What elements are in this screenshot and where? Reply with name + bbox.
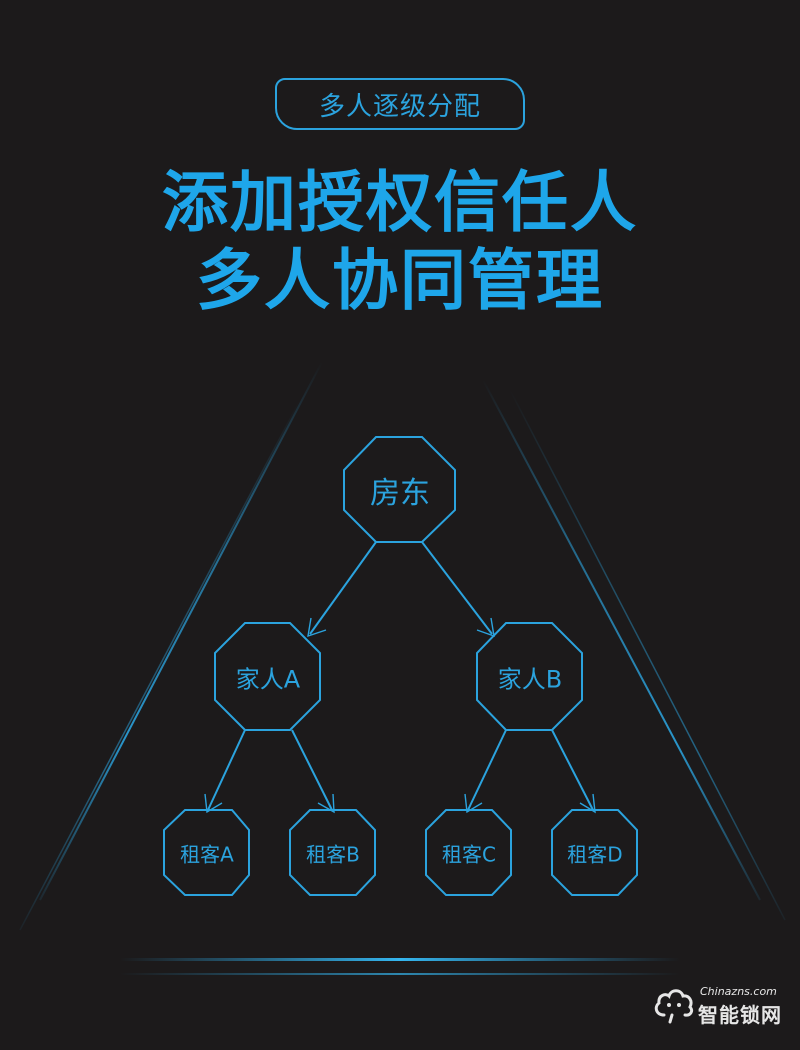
bottom-glow-line — [120, 973, 680, 975]
bottom-glow-line — [120, 958, 680, 961]
node-tenant-a-shape — [163, 809, 250, 896]
node-tenant-b: 租客B — [306, 842, 360, 867]
logo-site-text: Chinazns.com — [700, 985, 777, 998]
node-root-shape — [343, 436, 456, 543]
node-tenant-a: 租客A — [180, 842, 234, 867]
node-tenant-d: 租客D — [567, 842, 623, 867]
headline-line-1: 添加授权信任人 — [162, 164, 638, 241]
headline-line-2: 多人协同管理 — [196, 242, 604, 319]
node-family-a: 家人A — [235, 665, 301, 694]
node-tenant-c-shape — [425, 809, 512, 896]
node-tenant-d-shape — [551, 809, 638, 896]
node-tenant-b-shape — [289, 809, 376, 896]
node-family-b: 家人B — [497, 665, 563, 694]
node-root: 房东 — [370, 476, 430, 511]
node-family-a-shape — [214, 622, 321, 731]
pyramid-frame — [19, 361, 786, 931]
node-family-b-shape — [476, 622, 583, 731]
cloud-face-icon — [654, 989, 694, 1024]
logo-name-text: 智能锁网 — [698, 1003, 782, 1027]
site-logo: Chinazns.com 智能锁网 — [652, 985, 792, 1027]
node-tenant-c: 租客C — [442, 842, 496, 867]
section-badge: 多人逐级分配 — [275, 78, 525, 130]
